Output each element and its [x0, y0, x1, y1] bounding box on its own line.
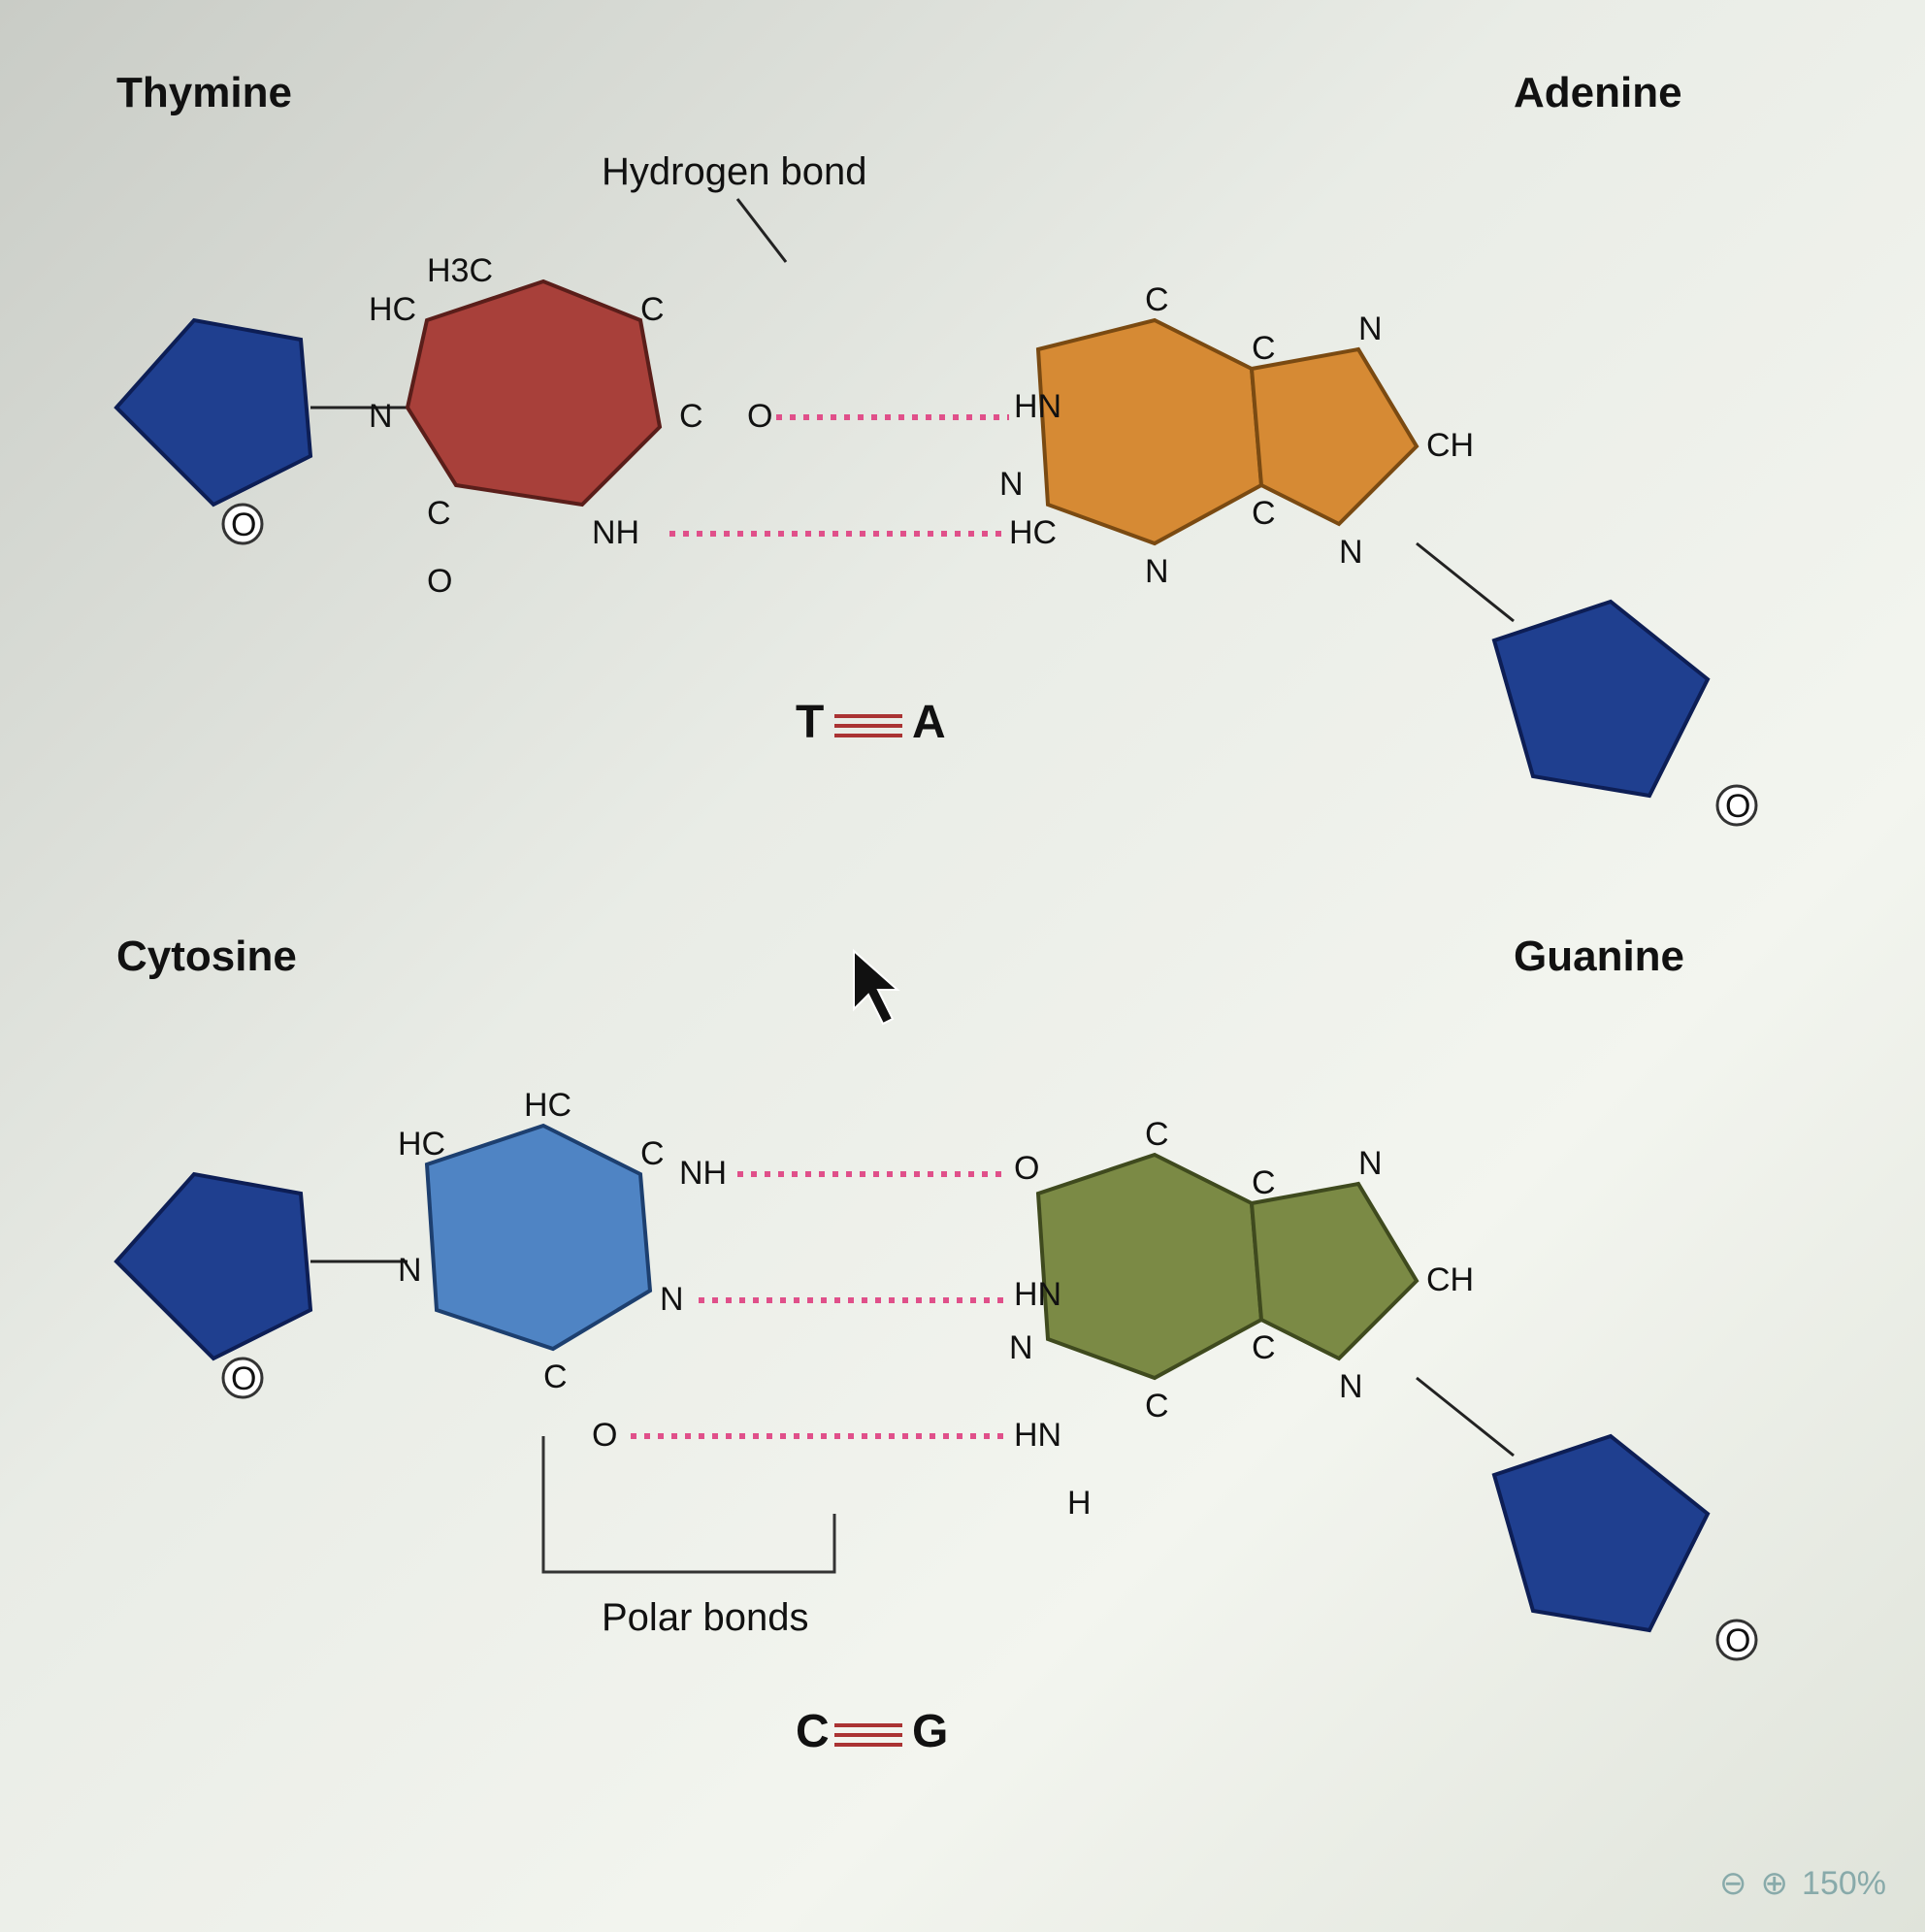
thymine-atom-o2: O	[427, 563, 452, 600]
zoom-out-icon[interactable]: ⊖	[1719, 1865, 1747, 1902]
guanine-atom-n3: N	[1009, 1329, 1033, 1366]
cytosine-atom-hc1: HC	[524, 1087, 571, 1124]
sugar-oxygen-circle	[1715, 784, 1758, 827]
guanine-sugar	[1491, 1433, 1711, 1633]
adenine-atom-hc: HC	[1009, 514, 1057, 551]
adenine-sugar	[1491, 599, 1711, 799]
thymine-atom-nh: NH	[592, 514, 639, 551]
adenine-ring-5	[1249, 346, 1419, 527]
sugar-oxygen-circle	[221, 1357, 264, 1399]
guanine-atom-hn1: HN	[1014, 1276, 1061, 1313]
cytosine-title: Cytosine	[116, 933, 297, 980]
thymine-atom-hc: HC	[369, 291, 416, 328]
adenine-atom-n4: N	[999, 466, 1024, 503]
thymine-atom-h3c: H3C	[427, 252, 493, 289]
cytosine-ring	[424, 1123, 653, 1352]
sugar-oxygen-label: O	[231, 1360, 256, 1397]
cytosine-atom-c1: C	[640, 1135, 665, 1172]
guanine-atom-o: O	[1014, 1150, 1039, 1187]
guanine-atom-c1: C	[1145, 1116, 1169, 1153]
sugar-oxygen-label: O	[1725, 1622, 1750, 1659]
guanine-atom-c4: C	[1145, 1388, 1169, 1424]
guanine-atom-c2: C	[1252, 1164, 1276, 1201]
guanine-atom-h: H	[1067, 1485, 1092, 1522]
cytosine-atom-hc2: HC	[398, 1126, 445, 1162]
sugar-oxygen-circle	[1715, 1619, 1758, 1661]
triple-bond-symbol	[834, 714, 902, 737]
glycosidic-bond	[1416, 1376, 1515, 1457]
thymine-title: Thymine	[116, 69, 292, 116]
zoom-in-icon[interactable]: ⊕	[1760, 1865, 1789, 1902]
callout-line	[735, 198, 788, 263]
adenine-title: Adenine	[1514, 69, 1682, 116]
triple-bond-symbol	[834, 1723, 902, 1747]
thymine-atom-o1: O	[747, 398, 772, 435]
polar-bonds-callout: Polar bonds	[602, 1596, 808, 1639]
thymine-sugar	[114, 317, 313, 508]
cytosine-atom-n2: N	[660, 1281, 684, 1318]
thymine-atom-c1: C	[640, 291, 665, 328]
cytosine-atom-n1: N	[398, 1252, 422, 1289]
guanine-atom-hn2: HN	[1014, 1417, 1061, 1454]
guanine-atom-ch: CH	[1426, 1261, 1474, 1298]
pair-label-t: T	[796, 697, 824, 748]
zoom-level: 150%	[1802, 1864, 1886, 1902]
glycosidic-bond	[1416, 541, 1515, 623]
polar-bonds-bracket	[541, 1436, 836, 1574]
adenine-ring-6	[1035, 317, 1264, 546]
cytosine-atom-c2: C	[543, 1359, 568, 1395]
guanine-atom-c3: C	[1252, 1329, 1276, 1366]
cytosine-atom-nh: NH	[679, 1155, 727, 1192]
adenine-atom-ch: CH	[1426, 427, 1474, 464]
guanine-atom-n2: N	[1339, 1368, 1363, 1405]
sugar-oxygen-circle	[221, 503, 264, 545]
cytosine-atom-o: O	[592, 1417, 617, 1454]
adenine-atom-n1: N	[1358, 311, 1383, 347]
thymine-atom-n: N	[369, 398, 393, 435]
guanine-atom-n1: N	[1358, 1145, 1383, 1182]
guanine-title: Guanine	[1514, 933, 1684, 980]
hydrogen-bond-callout: Hydrogen bond	[602, 150, 867, 193]
pair-label-c: C	[796, 1706, 830, 1757]
adenine-atom-n2: N	[1339, 534, 1363, 571]
mouse-cursor-icon	[853, 948, 900, 1026]
thymine-ring	[405, 278, 663, 508]
pair-label-g: G	[912, 1706, 948, 1757]
adenine-atom-c2: C	[1252, 330, 1276, 367]
adenine-atom-hn: HN	[1014, 388, 1061, 425]
adenine-atom-n3: N	[1145, 553, 1169, 590]
sugar-oxygen-label: O	[231, 507, 256, 543]
adenine-atom-c3: C	[1252, 495, 1276, 532]
adenine-atom-c1: C	[1145, 281, 1169, 318]
guanine-ring-5	[1249, 1181, 1419, 1361]
sugar-oxygen-label: O	[1725, 788, 1750, 825]
thymine-atom-c2: C	[679, 398, 703, 435]
thymine-atom-c3: C	[427, 495, 451, 532]
cytosine-sugar	[114, 1171, 313, 1361]
zoom-controls: ⊖ ⊕ 150%	[1719, 1864, 1886, 1903]
pair-label-a: A	[912, 697, 946, 748]
guanine-ring-6	[1035, 1152, 1264, 1381]
